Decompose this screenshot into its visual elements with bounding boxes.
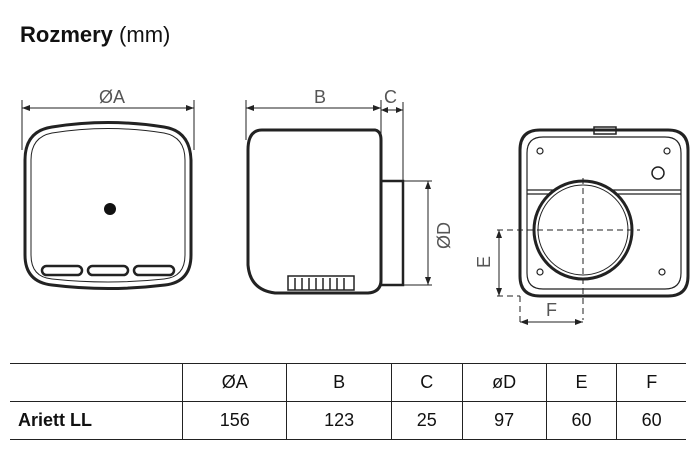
table-cell: 97 <box>461 401 547 440</box>
back-tab <box>593 126 617 135</box>
dimensions-table: ØA B C øD E F Ariett LL 156 123 25 97 60… <box>10 363 686 440</box>
label-f: F <box>546 300 557 320</box>
page-title: Rozmery (mm) <box>20 22 170 48</box>
back-view <box>496 126 690 325</box>
title-unit: (mm) <box>119 22 171 47</box>
dim-a-arrow-left <box>22 105 30 111</box>
back-knob <box>651 166 665 180</box>
label-d: ØD <box>434 222 454 249</box>
dim-d-arrow-top <box>425 181 431 189</box>
dim-c-arrow-left <box>381 107 388 113</box>
front-view <box>21 100 195 290</box>
table-header-cell: F <box>616 363 686 402</box>
rib-frame <box>287 275 355 291</box>
dim-f-arrow-right <box>575 319 583 325</box>
hole-top-right <box>663 147 671 155</box>
indicator-dot <box>104 203 116 215</box>
table-model-cell: Ariett LL <box>10 401 183 440</box>
front-body <box>23 121 193 290</box>
table-cell: 25 <box>390 401 463 440</box>
label-a: ØA <box>99 87 125 107</box>
dim-b-arrow-right <box>373 105 381 111</box>
vent-slot-1 <box>40 264 84 277</box>
front-body-inner <box>30 128 186 283</box>
hole-bottom-right <box>658 268 666 276</box>
table-row: Ariett LL 156 123 25 97 60 60 <box>10 401 686 440</box>
table-header-row: ØA B C øD E F <box>10 363 686 402</box>
dim-c-arrow-right <box>396 107 403 113</box>
hole-bottom-left <box>536 268 544 276</box>
technical-drawing: ØA B <box>21 87 690 325</box>
dim-d-arrow-bottom <box>425 277 431 285</box>
back-body-inner <box>526 136 682 290</box>
table-header-cell: øD <box>461 363 547 402</box>
title-text: Rozmery <box>20 22 113 47</box>
dim-f-arrow-left <box>520 319 528 325</box>
side-ribs <box>287 275 355 291</box>
table-cell: 123 <box>286 401 392 440</box>
dim-e-arrow-bottom <box>496 288 502 296</box>
table-header-cell: E <box>545 363 618 402</box>
side-body <box>246 128 383 295</box>
table-cell: 60 <box>545 401 618 440</box>
table-cell: 60 <box>616 401 686 440</box>
table-header-cell <box>10 363 183 402</box>
dim-a-arrow-right <box>186 105 194 111</box>
table-cell: 156 <box>181 401 288 440</box>
label-b: B <box>314 87 326 107</box>
table-header-cell: B <box>286 363 392 402</box>
hole-top-left <box>536 147 544 155</box>
vent-slot-2 <box>86 264 130 277</box>
vent-slot-3 <box>132 264 176 277</box>
back-body <box>518 128 690 298</box>
label-c: C <box>384 87 397 107</box>
table-header-cell: ØA <box>181 363 288 402</box>
dim-b-arrow-left <box>246 105 254 111</box>
side-spigot <box>379 179 405 287</box>
dim-e-arrow-top <box>496 230 502 238</box>
table-header-cell: C <box>390 363 463 402</box>
label-e: E <box>474 256 494 268</box>
side-view <box>245 100 432 295</box>
